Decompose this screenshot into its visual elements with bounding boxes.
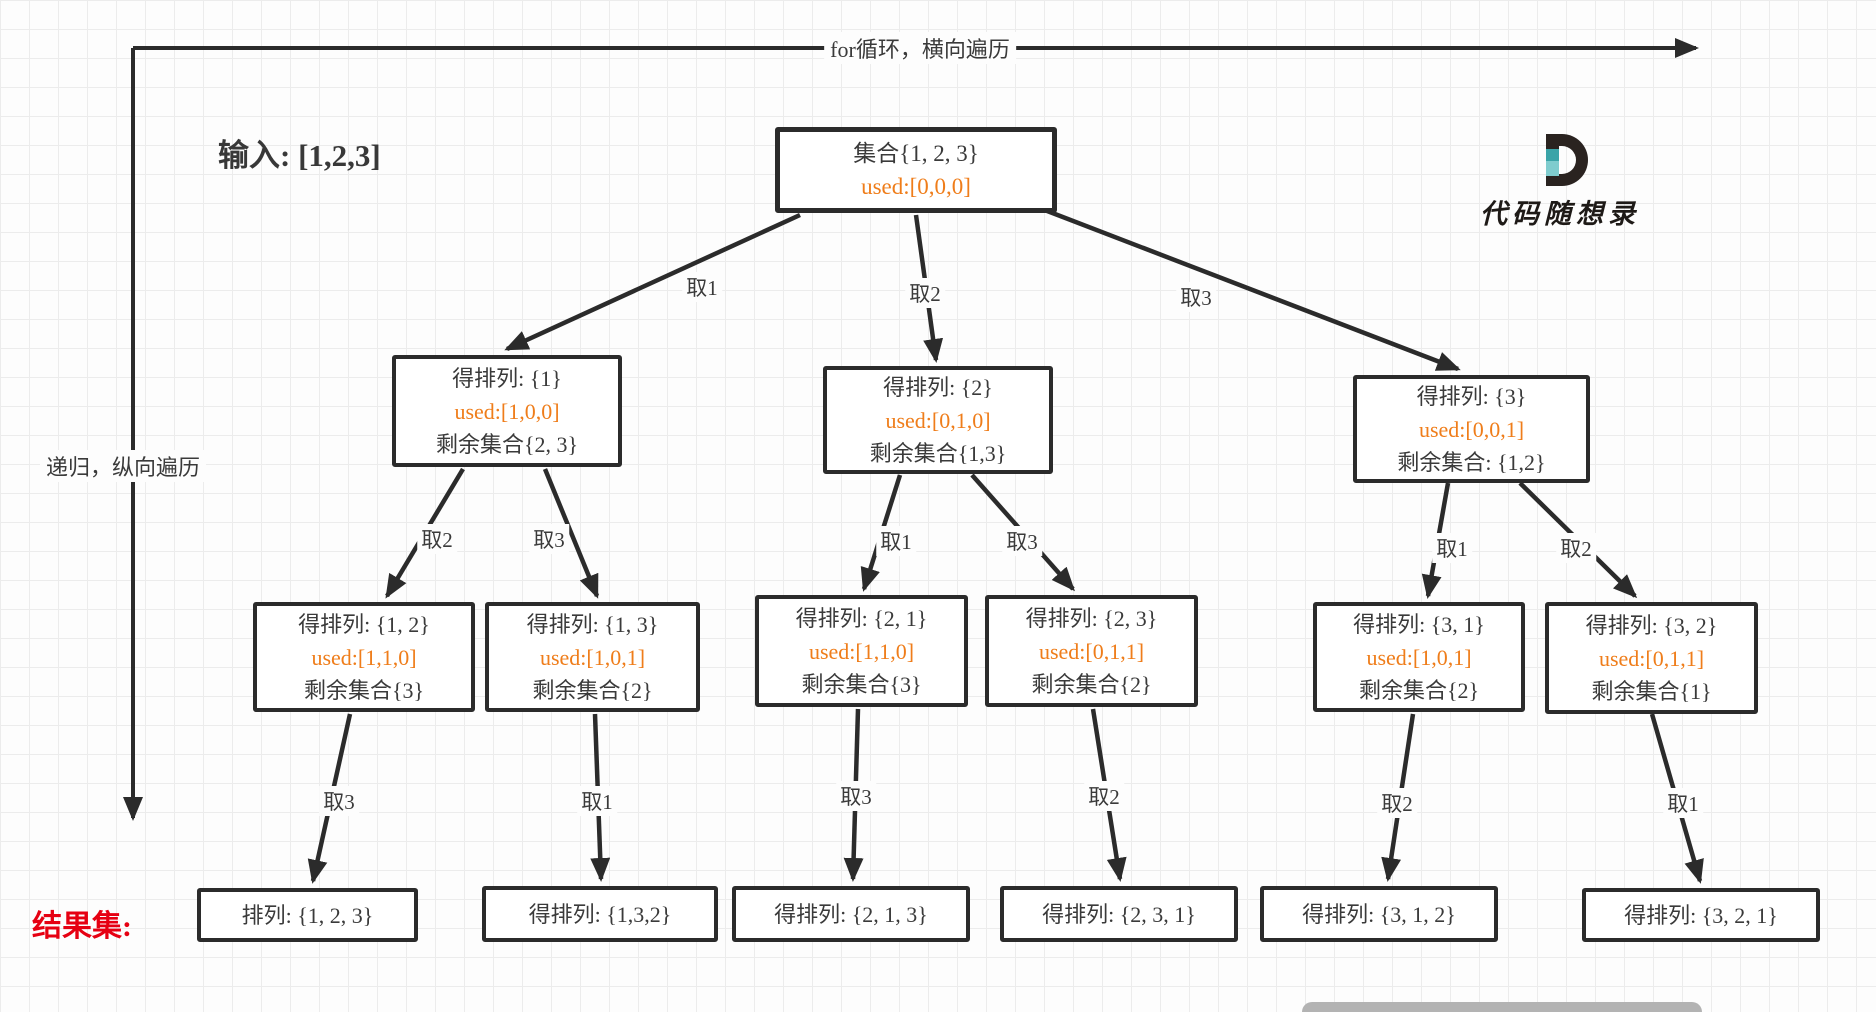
- edge-label-l2b-take3: 取3: [1002, 526, 1042, 556]
- edge-l2a-take3: [542, 468, 600, 599]
- tree-node-l3-3: 得排列: {2, 1} used:[1,1,0] 剩余集合{3}: [755, 595, 968, 707]
- edge-label-l2b-take1: 取1: [876, 526, 916, 556]
- node-remain: 剩余集合{1,3}: [869, 440, 1007, 466]
- node-remain: 剩余集合{2}: [1358, 677, 1480, 703]
- edge-label-root-take3: 取3: [1176, 282, 1216, 312]
- results-set-label: 结果集:: [32, 910, 132, 943]
- edge-label-root-take2: 取2: [905, 278, 945, 308]
- result-node-1: 排列: {1, 2, 3}: [197, 888, 418, 942]
- node-remain: 剩余集合{2, 3}: [435, 431, 579, 457]
- result-node-5: 得排列: {3, 1, 2}: [1260, 886, 1498, 942]
- node-title: 得排列: {1,3,2}: [528, 901, 672, 927]
- logo-d-icon: [1546, 134, 1588, 186]
- node-title: 得排列: {3, 2, 1}: [1624, 902, 1778, 928]
- node-title: 得排列: {2, 3, 1}: [1042, 901, 1196, 927]
- tree-node-l2-2: 得排列: {2} used:[0,1,0] 剩余集合{1,3}: [823, 366, 1053, 474]
- edge-label-l3b-take1: 取1: [577, 786, 617, 816]
- result-node-4: 得排列: {2, 3, 1}: [1000, 886, 1238, 942]
- result-node-3: 得排列: {2, 1, 3}: [732, 886, 970, 942]
- node-used: used:[0,1,0]: [885, 407, 991, 433]
- node-title: 得排列: {1, 3}: [526, 611, 659, 637]
- node-title: 得排列: {2, 3}: [1025, 605, 1158, 631]
- node-remain: 剩余集合{2}: [532, 677, 653, 703]
- tree-node-root: 集合{1, 2, 3} used:[0,0,0]: [775, 127, 1057, 213]
- node-used: used:[0,0,0]: [861, 174, 971, 199]
- tree-node-l3-4: 得排列: {2, 3} used:[0,1,1] 剩余集合{2}: [985, 595, 1198, 707]
- node-used: used:[0,1,1]: [1038, 638, 1145, 664]
- node-title: 得排列: {3}: [1416, 383, 1527, 409]
- node-remain: 剩余集合{2}: [1031, 671, 1152, 697]
- edge-root-take3: [1041, 206, 1461, 372]
- edge-label-l3c-take3: 取3: [836, 781, 876, 811]
- edge-label-l3d-take2: 取2: [1084, 781, 1124, 811]
- input-label: 输入: [1,2,3]: [218, 138, 381, 173]
- tree-node-l3-2: 得排列: {1, 3} used:[1,0,1] 剩余集合{2}: [485, 602, 700, 712]
- node-used: used:[0,0,1]: [1418, 416, 1525, 442]
- node-used: used:[0,1,1]: [1598, 645, 1705, 671]
- node-title: 得排列: {2, 1, 3}: [774, 901, 928, 927]
- node-title: 集合{1, 2, 3}: [853, 141, 979, 166]
- node-title: 得排列: {1, 2}: [298, 611, 430, 637]
- node-title: 得排列: {3, 2}: [1585, 612, 1718, 638]
- tree-node-l3-5: 得排列: {3, 1} used:[1,0,1] 剩余集合{2}: [1313, 602, 1525, 712]
- logo: 代码随想录: [1480, 134, 1680, 231]
- edge-label-l2c-take1: 取1: [1432, 533, 1472, 563]
- edge-label-root-take1: 取1: [682, 272, 722, 302]
- bottom-cutoff-bar: [1302, 1002, 1702, 1012]
- recursion-label: 递归，纵向遍历: [40, 450, 207, 482]
- node-remain: 剩余集合{3}: [801, 671, 922, 697]
- edge-label-l3e-take2: 取2: [1377, 788, 1417, 818]
- edge-label-l3f-take1: 取1: [1663, 788, 1703, 818]
- edge-label-l2a-take2: 取2: [417, 524, 457, 554]
- node-used: used:[1,1,0]: [311, 644, 417, 670]
- result-node-2: 得排列: {1,3,2}: [482, 886, 718, 942]
- edge-root-take1: [504, 212, 801, 352]
- for-loop-label: for循环，横向遍历: [824, 32, 1016, 64]
- node-remain: 剩余集合{3}: [303, 677, 425, 703]
- node-title: 排列: {1, 2, 3}: [241, 902, 374, 928]
- node-title: 得排列: {2, 1}: [795, 605, 928, 631]
- edge-label-l2a-take3: 取3: [529, 524, 569, 554]
- node-remain: 剩余集合: {1,2}: [1397, 449, 1546, 475]
- node-used: used:[1,0,1]: [539, 644, 646, 670]
- node-title: 得排列: {3, 1, 2}: [1302, 901, 1456, 927]
- node-remain: 剩余集合{1}: [1591, 678, 1712, 704]
- tree-node-l3-6: 得排列: {3, 2} used:[0,1,1] 剩余集合{1}: [1545, 602, 1758, 714]
- edge-label-l3a-take3: 取3: [319, 786, 359, 816]
- tree-node-l2-3: 得排列: {3} used:[0,0,1] 剩余集合: {1,2}: [1353, 375, 1590, 483]
- node-used: used:[1,0,0]: [454, 398, 560, 424]
- node-used: used:[1,1,0]: [808, 638, 915, 664]
- result-node-6: 得排列: {3, 2, 1}: [1582, 888, 1820, 942]
- node-used: used:[1,0,1]: [1366, 644, 1472, 670]
- node-title: 得排列: {3, 1}: [1353, 611, 1485, 637]
- edge-label-l2c-take2: 取2: [1556, 533, 1596, 563]
- tree-node-l2-1: 得排列: {1} used:[1,0,0] 剩余集合{2, 3}: [392, 355, 622, 467]
- node-title: 得排列: {2}: [883, 374, 993, 400]
- node-title: 得排列: {1}: [452, 365, 562, 391]
- tree-node-l3-1: 得排列: {1, 2} used:[1,1,0] 剩余集合{3}: [253, 602, 475, 712]
- logo-text: 代码随想录: [1480, 199, 1640, 229]
